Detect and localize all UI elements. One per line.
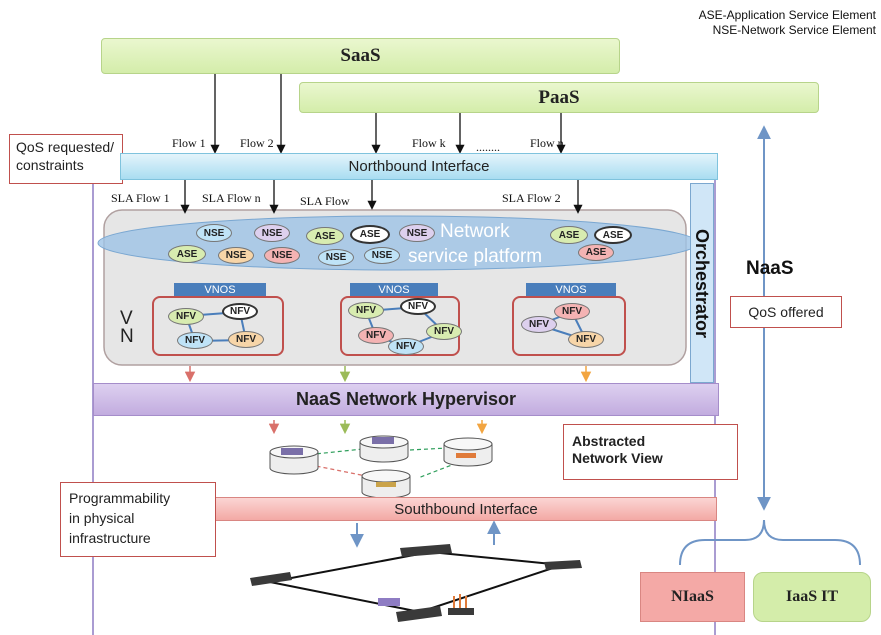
nse-element: NSE (218, 247, 254, 264)
southbound-interface: Southbound Interface (215, 497, 717, 521)
flow-label-k: Flow k (412, 136, 446, 150)
nse-element: NSE (364, 247, 400, 264)
sla-flow-label-n: SLA Flow n (202, 191, 261, 205)
naas-network-hypervisor: NaaS Network Hypervisor (93, 383, 719, 416)
nfv-element: NFV (228, 331, 264, 348)
nfv-element: NFV (426, 323, 462, 340)
ase-element: ASE (350, 225, 390, 244)
qos-offered-callout: QoS offered (730, 296, 842, 328)
sla-flow-label-2: SLA Flow 2 (502, 191, 561, 205)
qos-requested-callout: QoS requested/ constraints (9, 134, 123, 184)
nfv-element: NFV (388, 338, 424, 355)
vnos-box-1 (152, 296, 284, 356)
flow-ellipsis: ........ (476, 140, 500, 154)
platform-label-line1: Network (440, 221, 510, 242)
naas-brace (679, 519, 861, 566)
nse-legend-note: NSE-Network Service Element (712, 23, 876, 37)
ase-legend-note: ASE-Application Service Element (698, 8, 876, 22)
sla-flow-label-mid: SLA Flow (300, 194, 350, 208)
ase-element: ASE (594, 226, 632, 244)
ase-element: ASE (306, 227, 344, 245)
ase-element: ASE (550, 226, 588, 244)
nfv-element: NFV (348, 302, 384, 319)
nse-element: NSE (399, 224, 435, 242)
niaas-box: NIaaS (640, 572, 745, 622)
orchestrator: Orchestrator (690, 183, 714, 383)
vnos-box-3 (512, 296, 626, 356)
nfv-element: NFV (222, 303, 258, 320)
vnos-label-1: VNOS (174, 283, 266, 296)
flow-label-1: Flow 1 (172, 136, 206, 150)
vn-label: V N (120, 308, 134, 347)
flow-label-2: Flow 2 (240, 136, 274, 150)
nfv-element: NFV (400, 298, 436, 315)
nse-element: NSE (318, 249, 354, 266)
iaas-it-box: IaaS IT (753, 572, 871, 622)
abstracted-view-callout: Abstracted Network View (563, 424, 738, 480)
vnos-label-2: VNOS (350, 283, 438, 296)
nfv-element: NFV (358, 327, 394, 344)
flow-arrows (180, 74, 583, 214)
nse-element: NSE (254, 224, 290, 242)
physical-network (250, 544, 582, 622)
nfv-element: NFV (554, 303, 590, 320)
sla-flow-label-1: SLA Flow 1 (111, 191, 170, 205)
flow-label-n: Flow n (530, 136, 564, 150)
nse-element: NSE (196, 224, 232, 242)
paas-layer: PaaS (299, 82, 819, 113)
ase-element: ASE (168, 245, 206, 263)
nfv-element: NFV (521, 316, 557, 333)
naas-label: NaaS (746, 258, 794, 279)
programmability-callout: Programmability in physical infrastructu… (60, 482, 216, 557)
platform-label-line2: service platform (408, 246, 543, 267)
saas-layer: SaaS (101, 38, 620, 74)
ase-element: ASE (578, 244, 614, 261)
nfv-element: NFV (177, 332, 213, 349)
nfv-element: NFV (568, 331, 604, 348)
orchestrator-label: Orchestrator (692, 228, 713, 338)
abstracted-network (269, 435, 493, 499)
nfv-element: NFV (168, 308, 204, 325)
vnos-label-3: VNOS (526, 283, 616, 296)
nse-element: NSE (264, 247, 300, 264)
northbound-interface: Northbound Interface (120, 153, 718, 180)
